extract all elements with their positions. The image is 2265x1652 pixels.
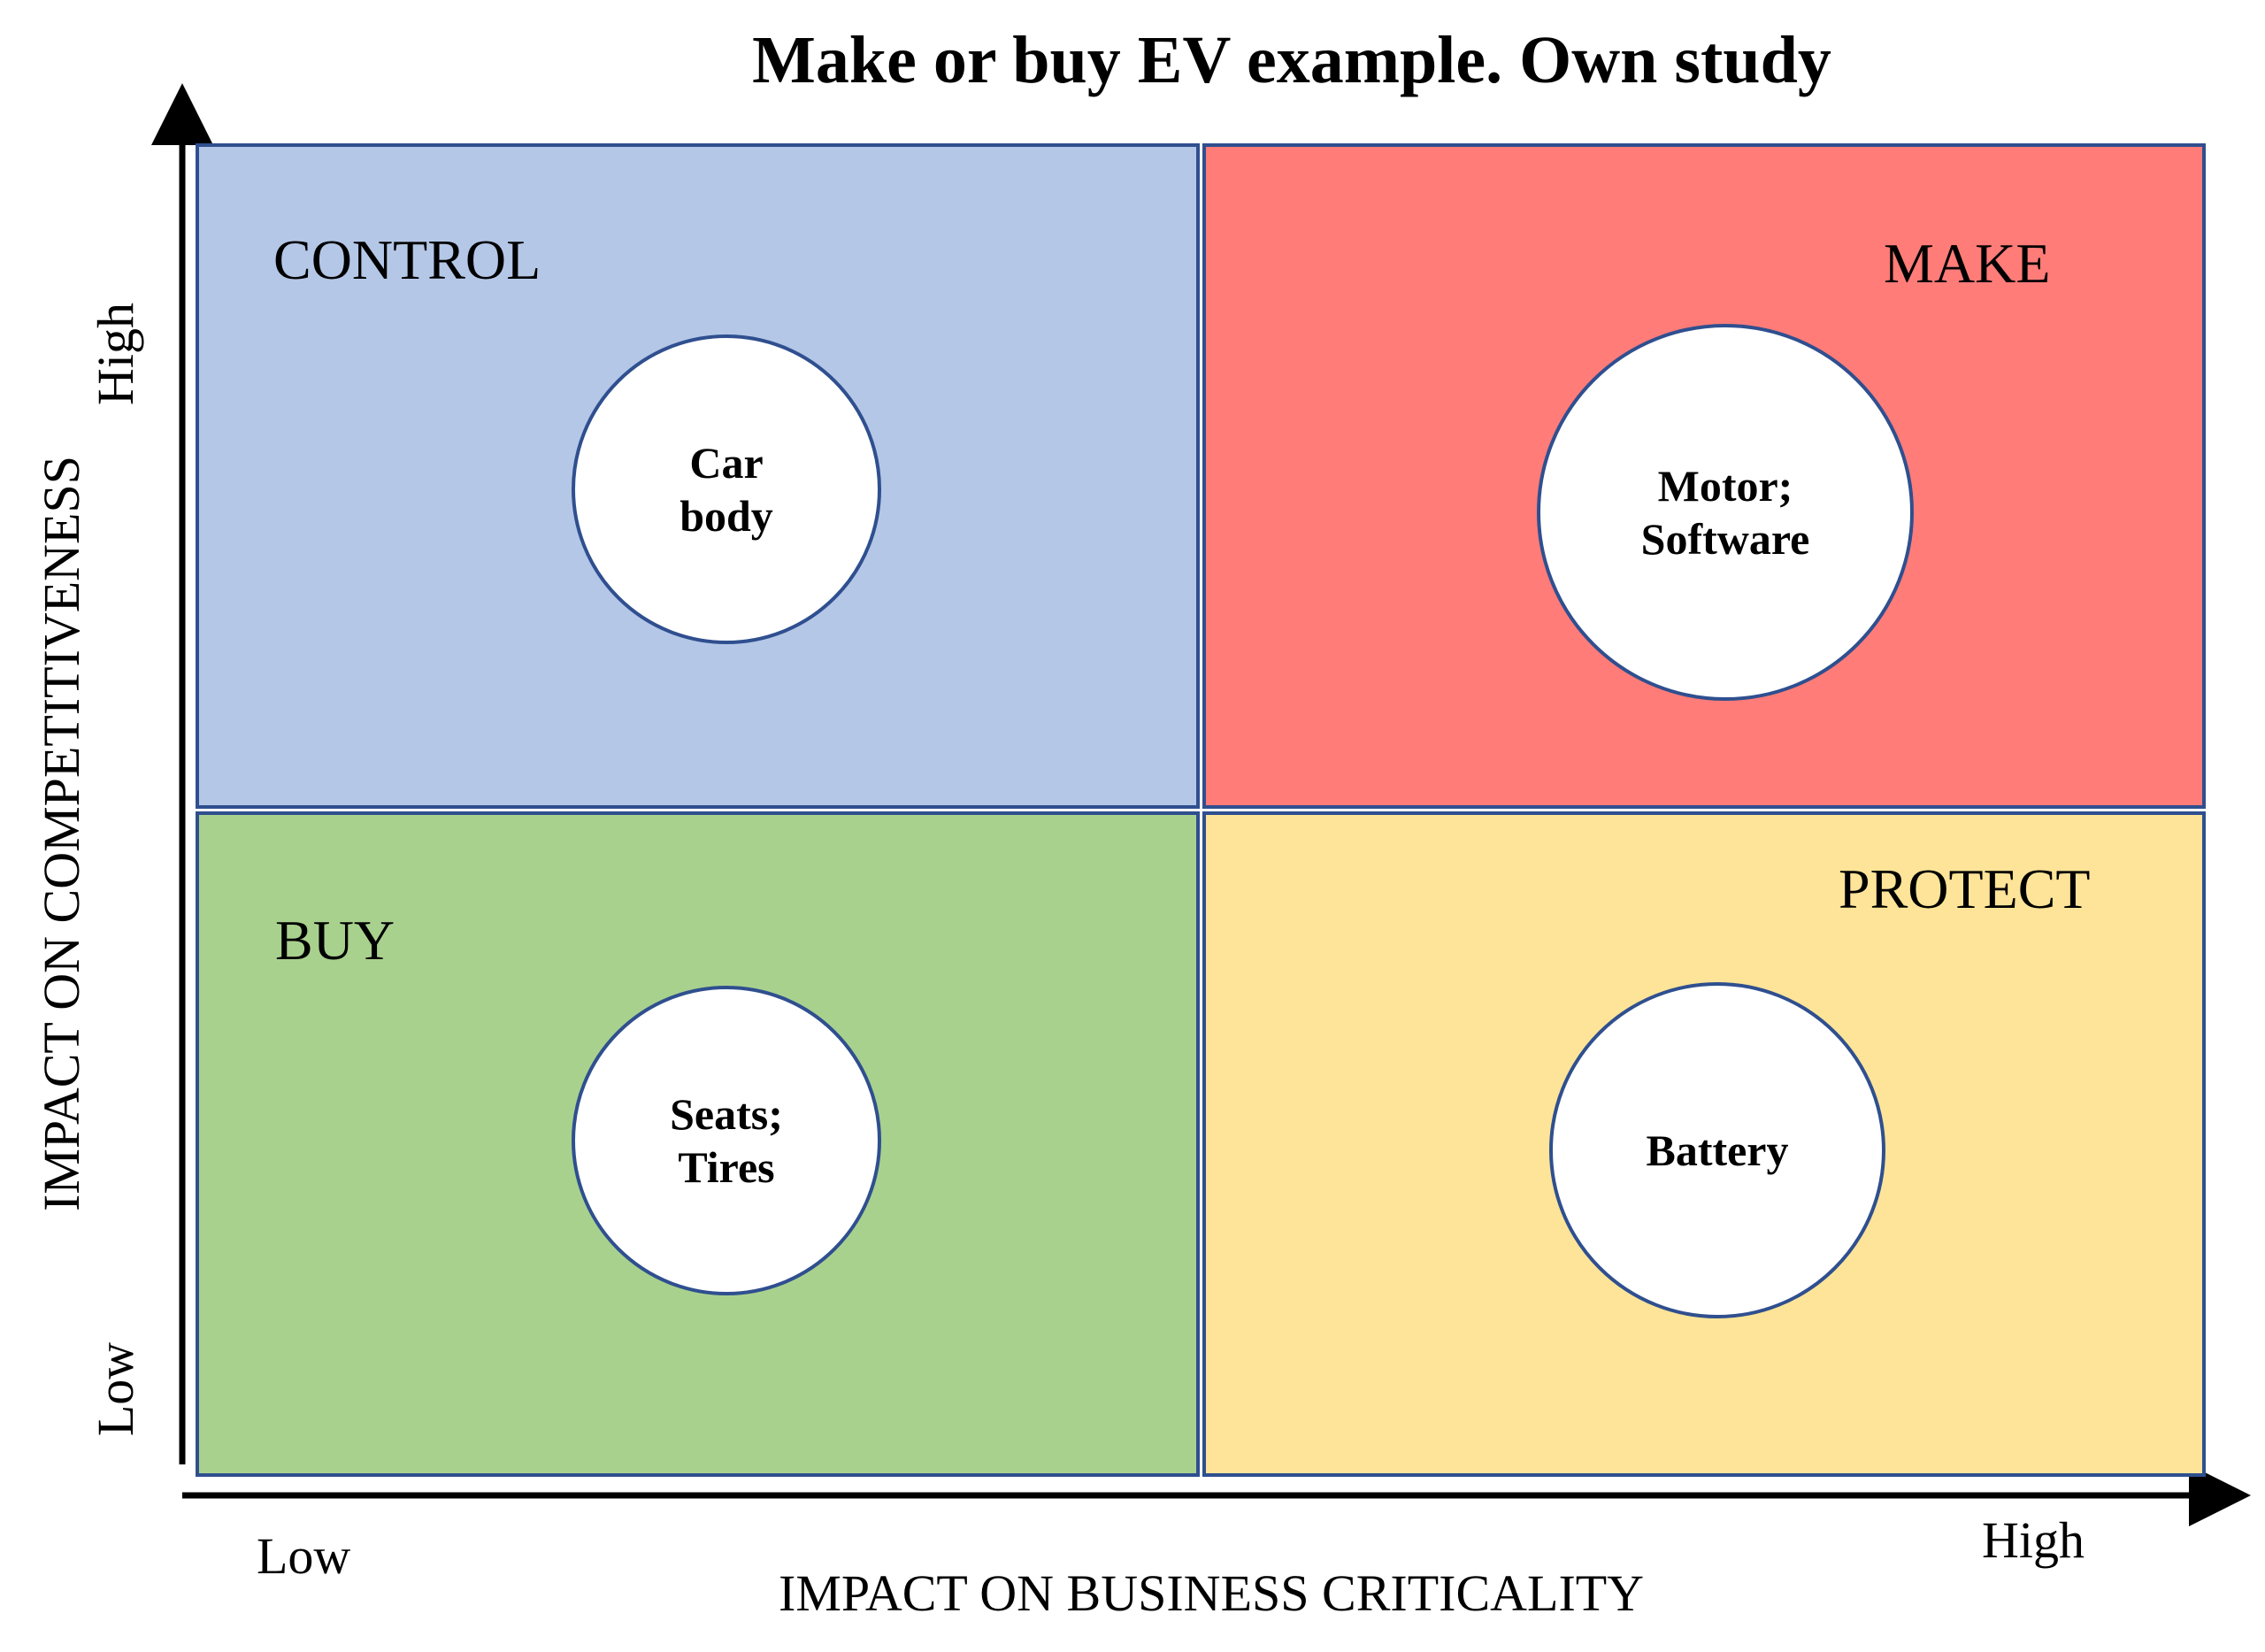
item-label-battery: Battery [1646, 1126, 1789, 1175]
y-axis-title: IMPACT ON COMPETITIVENESS [33, 456, 90, 1211]
item-circle-battery: Battery [1549, 982, 1885, 1318]
x-axis-title: IMPACT ON BUSINESS CRITICALITY [779, 1564, 1645, 1622]
quadrant-buy: BUY Seats; Tires [196, 811, 1200, 1477]
y-axis-high-label: High [87, 303, 144, 405]
x-axis-low-label: Low [257, 1527, 351, 1585]
item-circle-motor-software: Motor; Software [1537, 324, 1914, 701]
item-circle-seats-tires: Seats; Tires [572, 986, 881, 1295]
item-circle-car-body: Car body [572, 334, 881, 644]
quadrant-label-buy: BUY [275, 909, 395, 972]
y-axis-low-wrap: Low [85, 1310, 147, 1469]
item-label-seats-tires: Seats; Tires [670, 1089, 783, 1192]
y-axis-title-wrap: IMPACT ON COMPETITIVENESS [18, 435, 106, 1232]
quadrant-make: MAKE Motor; Software [1202, 143, 2206, 809]
quadrant-protect: PROTECT Battery [1202, 811, 2206, 1477]
item-label-motor-software: Motor; Software [1640, 461, 1810, 564]
diagram-title: Make or buy EV example. Own study [752, 23, 1831, 97]
quadrant-label-make: MAKE [1884, 232, 2051, 295]
quadrant-control: CONTROL Car body [196, 143, 1200, 809]
item-label-car-body: Car body [680, 438, 773, 541]
y-axis-low-label: Low [87, 1341, 145, 1437]
y-axis-high-wrap: High [85, 265, 147, 442]
quadrant-label-control: CONTROL [273, 228, 541, 291]
quadrant-label-protect: PROTECT [1839, 857, 2091, 920]
x-axis-high-label: High [1982, 1511, 2085, 1569]
